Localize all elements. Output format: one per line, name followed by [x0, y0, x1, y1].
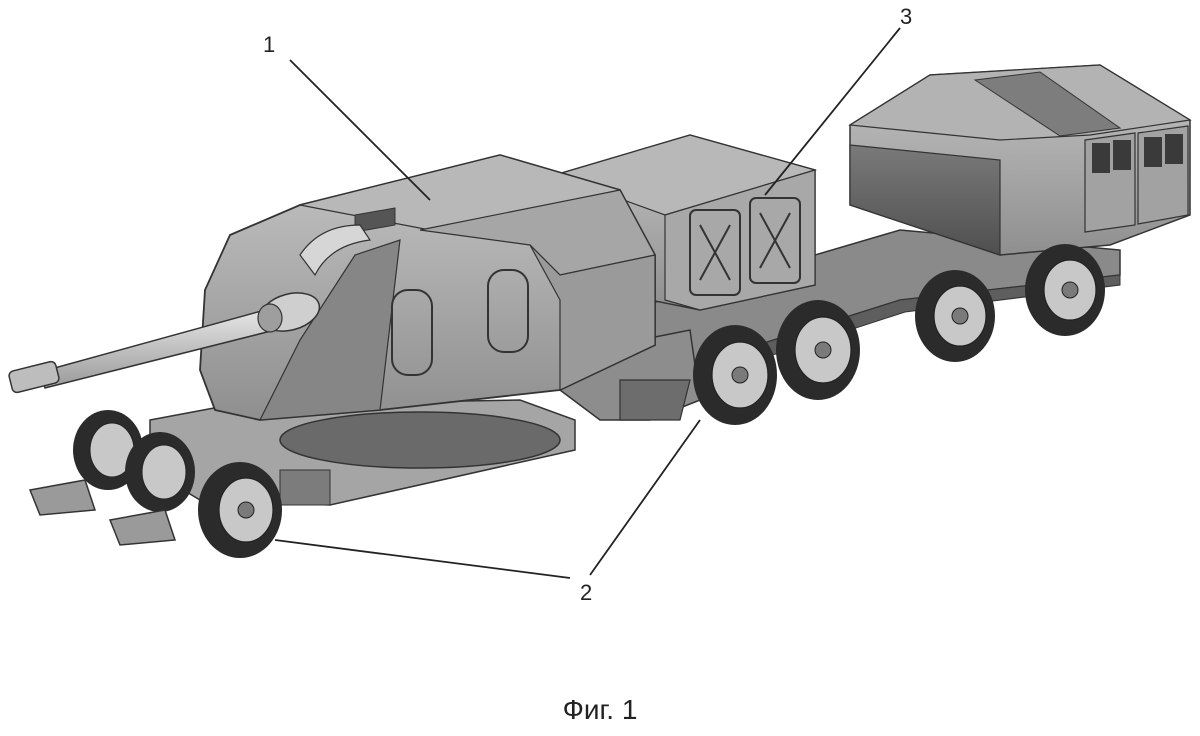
stabilizer-pad — [28, 479, 97, 516]
turret — [199, 154, 656, 421]
label-wheels: 2 — [580, 580, 592, 605]
stabilizer-pad — [108, 509, 177, 546]
leader-lines — [274, 27, 901, 579]
wheel — [1025, 244, 1105, 336]
gun-barrel — [8, 292, 321, 394]
label-turret: 1 — [263, 32, 275, 57]
wheels-group — [28, 244, 1105, 558]
wheel — [198, 462, 282, 558]
wheel — [915, 270, 995, 362]
wheel — [776, 300, 860, 400]
wheel — [693, 325, 777, 425]
label-module: 3 — [900, 4, 912, 29]
figure-caption: Фиг. 1 — [562, 694, 638, 725]
rear-cabin — [848, 64, 1192, 256]
wheel — [125, 432, 195, 512]
